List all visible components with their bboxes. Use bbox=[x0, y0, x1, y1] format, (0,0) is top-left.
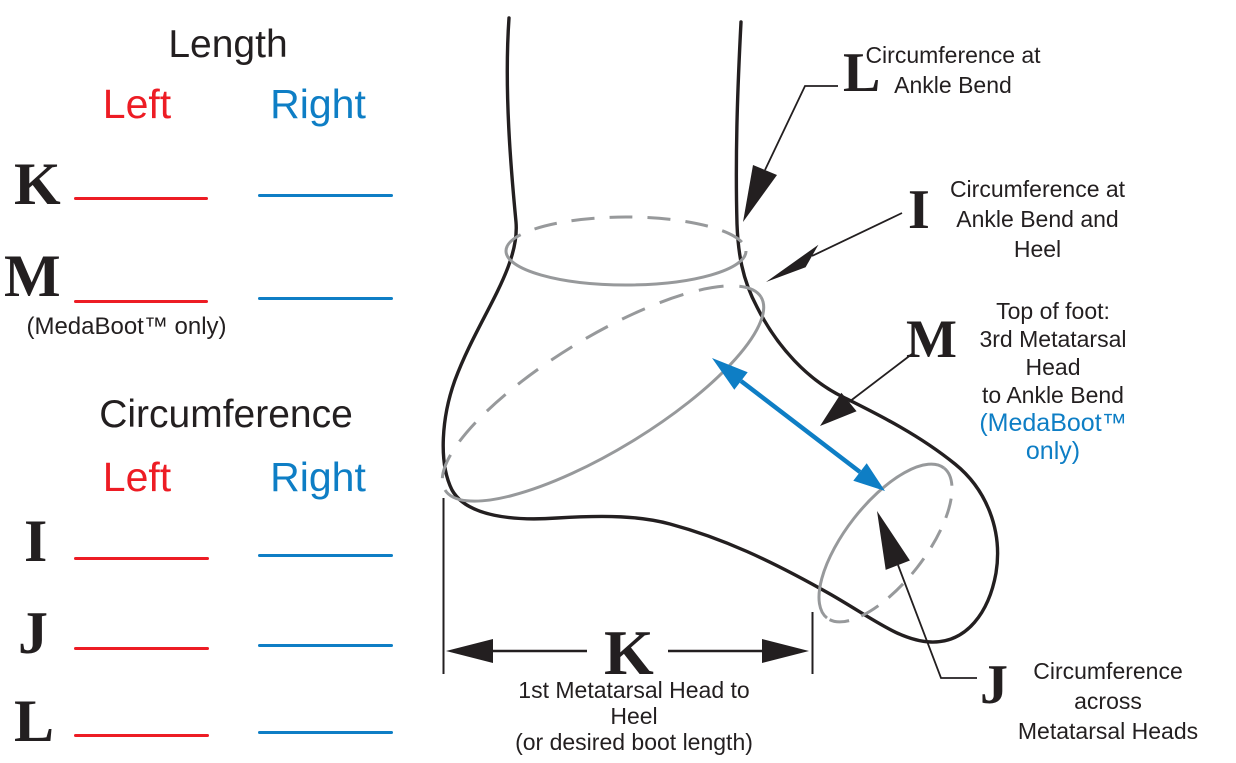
k-dim-arrowhead-left bbox=[446, 639, 493, 663]
j-leader-line bbox=[897, 564, 977, 679]
length-m-right-blank bbox=[258, 297, 393, 300]
annotation-i-text: Circumference at Ankle Bend and Heel bbox=[930, 174, 1145, 264]
ankle-ellipse-back-arc-dashed bbox=[504, 215, 748, 252]
circumference-l-right-blank bbox=[258, 731, 393, 734]
circumference-i-right-blank bbox=[258, 554, 393, 557]
annotation-l-text: Circumference at Ankle Bend bbox=[853, 40, 1053, 100]
circumference-j-left-blank bbox=[74, 647, 209, 650]
annotation-m-line2: 3rd Metatarsal Head bbox=[979, 326, 1127, 380]
heel-ellipse-back-arc-dashed bbox=[440, 284, 763, 491]
annotation-j-line1: Circumference across bbox=[1033, 658, 1183, 714]
m-leader-line bbox=[848, 353, 913, 403]
m-measure-arrow-shaft bbox=[739, 379, 862, 474]
m-measure-arrowhead-top bbox=[712, 358, 748, 390]
annotation-l-line1: Circumference at bbox=[865, 42, 1041, 68]
length-left-column-header: Left bbox=[102, 81, 172, 127]
annotation-m-text: Top of foot: 3rd Metatarsal Head to Ankl… bbox=[952, 297, 1154, 465]
annotation-j-letter: J bbox=[980, 654, 1008, 716]
length-k-left-blank bbox=[74, 197, 208, 200]
annotation-l-line2: Ankle Bend bbox=[894, 72, 1012, 98]
heel-ellipse-front-arc bbox=[443, 296, 766, 503]
annotation-k-line2: (or desired boot length) bbox=[515, 729, 753, 755]
ankle-ellipse-front-arc bbox=[504, 250, 748, 287]
circumference-row-l-letter: L bbox=[14, 688, 55, 754]
length-right-column-header: Right bbox=[270, 81, 366, 127]
annotation-m-letter: M bbox=[906, 309, 957, 369]
circumference-left-column-header: Left bbox=[102, 454, 172, 500]
l-arrowhead bbox=[743, 165, 777, 222]
length-k-right-blank bbox=[258, 194, 393, 197]
circumference-l-left-blank bbox=[74, 734, 209, 737]
annotation-m-line1: Top of foot: bbox=[996, 298, 1110, 324]
i-arrowhead bbox=[766, 244, 819, 282]
annotation-i-letter: I bbox=[908, 179, 930, 241]
annotation-k-letter: K bbox=[604, 617, 654, 688]
k-dim-arrowhead-right bbox=[762, 639, 809, 663]
circumference-row-i-letter: I bbox=[24, 508, 48, 574]
metatarsal-ellipse-back-arc-dashed bbox=[826, 466, 954, 624]
circumference-right-column-header: Right bbox=[270, 454, 366, 500]
j-arrowhead bbox=[877, 511, 910, 570]
annotation-i-line2: Ankle Bend and Heel bbox=[956, 206, 1119, 262]
circumference-i-left-blank bbox=[74, 557, 209, 560]
annotation-m-note: (MedaBoot™ only) bbox=[979, 409, 1127, 465]
length-row-m-letter: M bbox=[4, 243, 61, 309]
i-leader-line bbox=[811, 212, 903, 257]
annotation-j-text: Circumference across Metatarsal Heads bbox=[1005, 656, 1211, 746]
length-section-title: Length bbox=[168, 23, 288, 66]
annotation-l-letter: L bbox=[843, 42, 881, 104]
circumference-row-j-letter: J bbox=[18, 600, 48, 666]
annotation-i-line1: Circumference at bbox=[949, 176, 1126, 202]
annotation-m-line3: to Ankle Bend bbox=[982, 382, 1124, 408]
m-arrowhead bbox=[820, 392, 857, 426]
length-m-left-blank bbox=[74, 300, 208, 303]
metatarsal-ellipse-front-arc bbox=[817, 462, 945, 620]
annotation-j-line2: Metatarsal Heads bbox=[1017, 718, 1199, 744]
annotation-k-text: 1st Metatarsal Head to Heel (or desired … bbox=[503, 677, 765, 755]
circumference-section-title: Circumference bbox=[99, 393, 353, 436]
circumference-j-right-blank bbox=[258, 644, 393, 647]
l-leader-line bbox=[764, 85, 838, 171]
m-measure-arrowhead-bottom bbox=[853, 463, 885, 491]
annotation-k-line1: 1st Metatarsal Head to Heel bbox=[518, 677, 750, 729]
length-row-k-letter: K bbox=[14, 151, 61, 217]
length-m-note: (MedaBoot™ only) bbox=[26, 313, 227, 340]
